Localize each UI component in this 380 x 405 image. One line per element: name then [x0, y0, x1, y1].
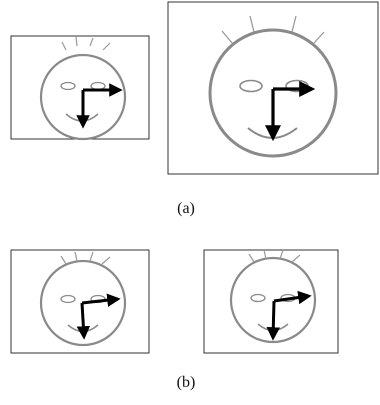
x-axis-arrow: [81, 293, 121, 307]
hair-strand: [74, 251, 78, 262]
left-eye: [60, 81, 76, 91]
hair-strand: [89, 37, 94, 47]
x-axis-arrow: [273, 290, 312, 305]
panel-a-right: [167, 1, 379, 175]
y-axis-arrow: [266, 300, 281, 341]
hair-strand: [263, 249, 267, 260]
hair-strand: [221, 30, 233, 44]
left-eye: [239, 79, 263, 93]
face-outline: [39, 53, 127, 141]
hair-strand: [75, 36, 78, 47]
face-b-right: [229, 249, 317, 344]
panel-a-right-frame: [167, 1, 379, 175]
face-outline: [39, 259, 127, 347]
panel-b-left: [10, 249, 150, 354]
caption-a: (a): [177, 200, 195, 217]
hair-strand: [101, 256, 111, 265]
panel-b-right: [203, 249, 339, 354]
right-eye: [90, 81, 106, 91]
left-eye: [60, 294, 76, 304]
hair-strand: [279, 249, 284, 260]
hair-strand: [249, 15, 255, 33]
face-a-left: [39, 36, 127, 141]
hair-strand: [291, 15, 297, 33]
hair-strand: [60, 255, 67, 265]
face-a-right: [208, 15, 338, 158]
left-eye: [250, 293, 266, 303]
y-axis-arrow: [76, 302, 91, 340]
hair-strand: [61, 41, 67, 51]
hair-strand: [89, 251, 94, 262]
panel-a-left-frame: [10, 35, 150, 140]
hair-strand: [291, 254, 301, 263]
hair-strand: [248, 253, 255, 263]
face-outline: [229, 256, 317, 344]
panel-a-left: [10, 35, 150, 141]
panel-b-left-frame: [10, 249, 150, 354]
face-outline: [208, 28, 338, 158]
hair-strand: [313, 31, 325, 44]
panel-b-right-frame: [203, 249, 339, 354]
hair-strand: [102, 42, 111, 51]
face-b-left: [39, 251, 127, 347]
caption-b: (b): [176, 374, 196, 391]
